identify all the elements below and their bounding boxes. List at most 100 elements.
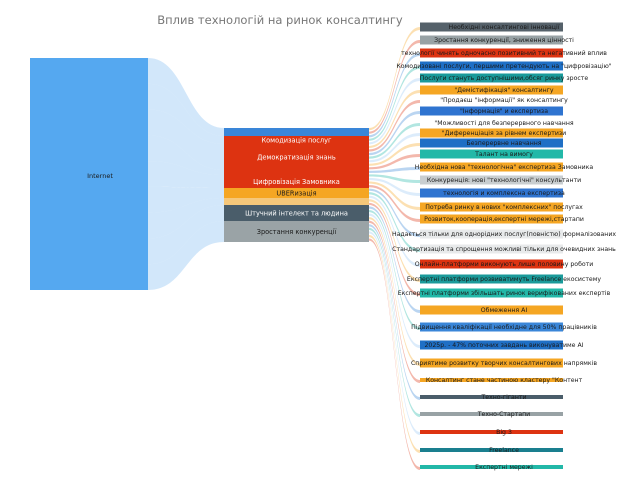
middle-node-label: Штучний інтелект та людина (245, 210, 348, 218)
middle-node-label: Демократизація знань (257, 154, 336, 162)
target-node[interactable] (420, 430, 563, 434)
target-node[interactable] (420, 378, 563, 382)
link-middle-to-target (369, 174, 420, 183)
target-node[interactable] (420, 22, 563, 32)
link-middle-to-target (369, 167, 420, 173)
middle-node[interactable] (224, 175, 369, 188)
target-node[interactable] (420, 305, 563, 315)
target-node-label: Обмеження AI (481, 306, 528, 314)
target-node-label: Стандартизація та спрощення можливі тіль… (392, 245, 616, 253)
target-node-label: Експертні мережі (475, 463, 533, 471)
link-middle-to-target (369, 40, 420, 134)
link-source-to-middle (148, 205, 224, 265)
target-node-label: Безперервне навчання (466, 140, 541, 147)
middle-node-label: Зростання конкуренції (257, 228, 337, 236)
target-node[interactable] (420, 358, 563, 368)
flow-links (148, 27, 420, 470)
target-node[interactable] (420, 188, 563, 198)
target-node[interactable] (420, 259, 563, 269)
target-node[interactable] (420, 149, 563, 159)
link-middle-to-target (369, 133, 420, 163)
target-node[interactable] (420, 322, 563, 332)
target-node-label: технологія и комплексна експертиза (443, 189, 565, 197)
target-node[interactable] (420, 244, 563, 254)
link-middle-to-target (369, 213, 420, 348)
link-middle-to-target (369, 53, 420, 138)
link-source-to-middle (148, 221, 224, 290)
target-node-label: Розвиток,кооперація,експертні мережі,ста… (424, 215, 584, 223)
target-node-label: Конкуренція: нові "технологічні" консуль… (427, 176, 581, 184)
target-node[interactable] (420, 465, 563, 469)
target-node-label: Консалтинг стане частиною кластеру "Конт… (426, 377, 583, 384)
target-node-label: Необхідна нова "технологічна" експертиза… (415, 163, 594, 171)
middle-node[interactable] (224, 144, 369, 170)
middle-node-label: Цифровізація Замовника (253, 178, 340, 186)
link-middle-to-target (369, 192, 420, 252)
target-node[interactable] (420, 48, 563, 58)
target-node-label: "Демістифікація" консалтингу (454, 86, 554, 94)
middle-node-label: Комодизація послуг (261, 137, 332, 145)
middle-node[interactable] (224, 170, 369, 175)
link-middle-to-target (369, 100, 420, 152)
target-node-label: Експертні платформи розвиватимуть Freela… (407, 275, 601, 283)
target-node-label: Техно-Стартапи (477, 411, 530, 418)
target-node[interactable] (420, 175, 563, 185)
target-node[interactable] (420, 162, 563, 172)
link-middle-to-target (369, 90, 420, 149)
target-node[interactable] (420, 288, 563, 298)
target-node-label: Сприятиме розвитку творчих консалтингови… (411, 359, 597, 367)
middle-node[interactable] (224, 128, 369, 136)
target-node-label: Онлайн-платформи виконують лише половину… (415, 260, 594, 268)
link-source-to-middle (148, 83, 224, 144)
target-node[interactable] (420, 448, 563, 452)
target-node-label: технології чинять одночасно позитивний т… (401, 49, 607, 57)
target-node[interactable] (420, 202, 563, 212)
link-middle-to-target (369, 234, 420, 453)
target-node[interactable] (420, 229, 563, 239)
middle-node[interactable] (224, 136, 369, 144)
link-middle-to-target (369, 199, 420, 282)
target-node-label: Необхідні консалтингові інновації (449, 23, 560, 31)
source-node[interactable] (30, 58, 148, 290)
target-node-label: Big 3 (496, 429, 512, 436)
link-middle-to-target (369, 238, 420, 470)
link-source-to-middle (148, 186, 224, 213)
middle-node[interactable] (224, 221, 369, 242)
target-node[interactable] (420, 73, 563, 83)
link-middle-to-target (369, 185, 420, 222)
link-middle-to-target (369, 27, 420, 131)
link-middle-to-target (369, 224, 420, 400)
target-node[interactable] (420, 395, 563, 399)
link-middle-to-target (369, 181, 420, 210)
target-node[interactable] (420, 35, 563, 45)
target-node[interactable] (420, 214, 563, 224)
link-source-to-middle (148, 198, 224, 239)
target-node[interactable] (420, 106, 563, 116)
middle-node[interactable] (224, 205, 369, 221)
target-node-label: Талант на вимогу (474, 151, 533, 158)
target-node-label: Послуги стануть доступнішими,обсяг ринку… (420, 74, 589, 82)
target-node[interactable] (420, 412, 563, 416)
target-node[interactable] (420, 61, 563, 71)
link-middle-to-target (369, 66, 420, 141)
middle-node[interactable] (224, 188, 369, 198)
link-source-to-middle (148, 109, 224, 170)
link-middle-to-target (369, 123, 420, 159)
link-middle-to-target (369, 217, 420, 366)
target-node-label: "Можливості для безперервного навчання (434, 119, 573, 127)
link-middle-to-target (369, 177, 420, 196)
target-node-label: Зростання конкуренції, зниження цінності (434, 36, 574, 44)
link-middle-to-target (369, 209, 420, 330)
target-node-label: "Продаєш "інформації" як консалтингу (440, 96, 568, 104)
target-node[interactable] (420, 138, 563, 148)
middle-node[interactable] (224, 198, 369, 205)
target-node-label: Freelance (489, 447, 519, 454)
target-node[interactable] (420, 274, 563, 284)
target-node[interactable] (420, 85, 563, 95)
link-middle-to-target (369, 206, 420, 313)
link-middle-to-target (369, 231, 420, 435)
target-node[interactable] (420, 128, 563, 138)
target-node-label: Підвищення кваліфікації необхідне для 50… (411, 323, 597, 331)
target-node[interactable] (420, 340, 563, 350)
link-middle-to-target (369, 195, 420, 267)
